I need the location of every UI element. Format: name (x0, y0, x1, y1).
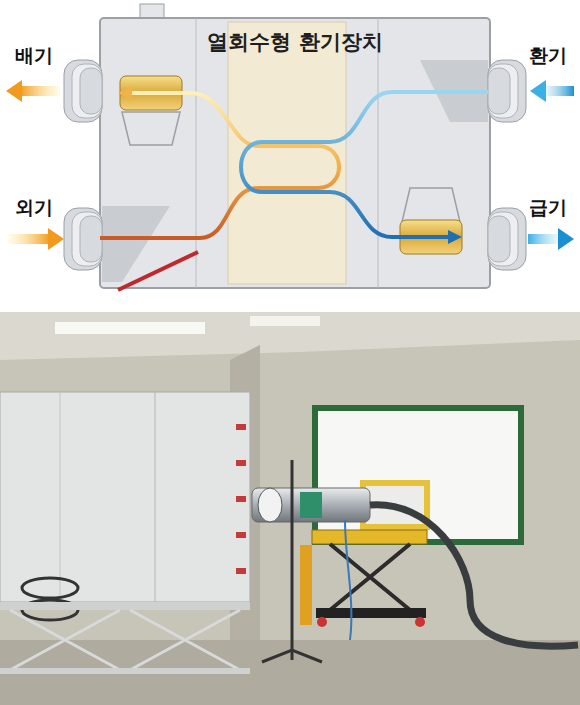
supply-flow (241, 92, 488, 237)
airflow-label: 배기 (15, 43, 53, 69)
housing-seam (378, 18, 379, 288)
scissor-lift (330, 544, 410, 610)
chamber-seam (155, 392, 156, 602)
air-arrow (8, 228, 64, 250)
ceiling-light (250, 316, 320, 326)
fan-bracket (402, 188, 460, 222)
air-arrow (528, 228, 574, 250)
air-arrow (530, 80, 574, 102)
latch (236, 424, 246, 430)
airflow-label: 급기 (529, 195, 567, 221)
cable (345, 520, 351, 640)
latch (236, 496, 246, 502)
ceiling (0, 312, 580, 360)
hose (370, 505, 578, 646)
chamber-base (0, 668, 250, 674)
room-wall (0, 312, 580, 705)
lift-table (312, 530, 427, 544)
sensor (300, 492, 322, 518)
chamber-seam (60, 392, 61, 602)
damper-line (118, 252, 198, 290)
test-chamber (0, 392, 250, 602)
exhaust-flow (100, 93, 339, 238)
stand-pole (291, 460, 294, 660)
housing-box: 열회수형 환기장치 (100, 18, 490, 288)
device-title: 열회수형 환기장치 (207, 28, 382, 56)
ceiling-light (55, 322, 205, 334)
test-room-photo (0, 312, 580, 705)
latch (236, 568, 246, 574)
lift-base (316, 608, 426, 618)
chamber-frame (10, 610, 240, 670)
airflow-label: 외기 (15, 195, 53, 221)
flow-arrowhead (448, 230, 462, 244)
duct-port (488, 60, 526, 122)
airflow-label: 환기 (529, 43, 567, 69)
fan-bracket (122, 112, 180, 145)
latch (236, 460, 246, 466)
caster (415, 617, 425, 627)
housing-body (100, 18, 490, 288)
flow-arrowhead (118, 86, 132, 100)
chamber-base (0, 602, 250, 610)
air-arrow (6, 80, 60, 102)
board-frame (312, 405, 524, 545)
duct-flange (258, 488, 282, 522)
floor (0, 640, 580, 705)
latch (236, 532, 246, 538)
measurement-duct (252, 488, 370, 522)
duct-port (64, 60, 102, 122)
yellow-cart (300, 545, 312, 625)
cable-coil (22, 578, 78, 598)
duct-port (64, 208, 102, 270)
housing-drawing (64, 4, 526, 290)
stand-base (262, 650, 322, 662)
housing-seam (196, 18, 197, 288)
duct-port (488, 208, 526, 270)
caster (317, 617, 327, 627)
